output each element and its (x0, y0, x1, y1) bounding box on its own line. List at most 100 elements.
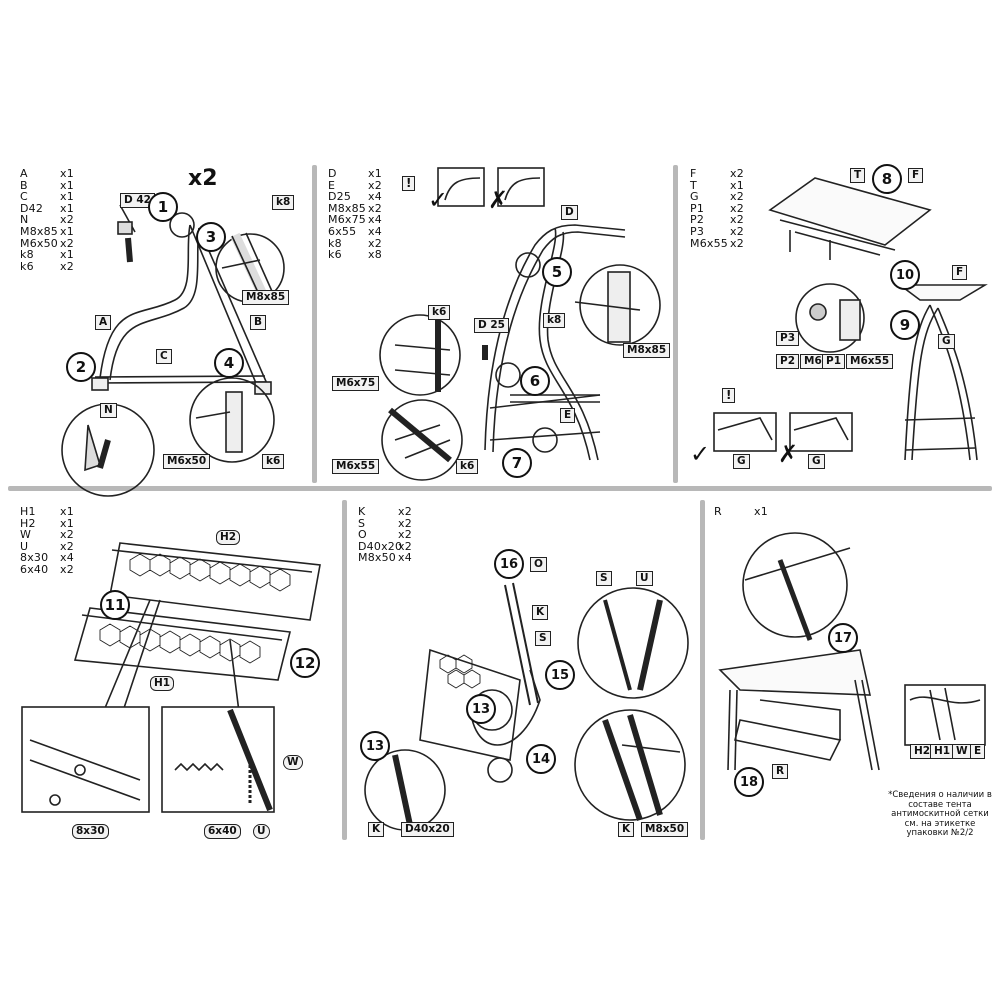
step-12: 12 (290, 648, 320, 678)
label-u: U (253, 824, 270, 839)
step-13-detail: 13 (360, 731, 390, 761)
label-t: T (850, 168, 866, 183)
part-name: M8x85 (328, 201, 366, 215)
label-g: G (938, 334, 955, 349)
label-f: F (908, 168, 924, 183)
part-name: E (328, 178, 336, 192)
part-name: N (20, 213, 29, 227)
label-m6x55: M6x55 (332, 459, 380, 474)
part-name: P2 (690, 213, 705, 227)
step-18: 18 (734, 767, 764, 797)
part-name: P1 (690, 201, 705, 215)
label-k-3: K (618, 822, 635, 837)
part-quantity: x1 (60, 248, 74, 262)
label-c: C (156, 349, 172, 364)
step-17: 17 (828, 623, 858, 653)
part-quantity: x2 (398, 505, 412, 518)
part-name: B (20, 178, 28, 192)
part-quantity: x2 (730, 236, 744, 250)
part-quantity: x2 (398, 516, 412, 530)
label-p3: P3 (776, 331, 800, 346)
divider-vertical-top-right (673, 165, 678, 483)
part-name: S (358, 516, 366, 530)
label-h2: H2 (910, 744, 935, 759)
label-6x40: 6x40 (204, 824, 241, 839)
cross-icon: ✗ (488, 186, 509, 214)
multiplier-label: x2 (188, 166, 218, 191)
part-quantity: x2 (60, 528, 74, 542)
step-4: 4 (214, 348, 244, 378)
part-quantity: x4 (398, 551, 412, 565)
part-row: 8x30 x4 (20, 552, 74, 564)
warning-icon-panel3: ! (722, 388, 736, 403)
part-quantity: x2 (60, 259, 74, 273)
step-15: 15 (545, 660, 575, 690)
label-b: B (250, 315, 267, 330)
part-name: D (328, 167, 337, 180)
label-k8: k8 (272, 195, 295, 210)
label-s: S (535, 631, 551, 646)
part-name: M8x50 (358, 551, 396, 565)
label-h2: H2 (216, 530, 241, 545)
warning-icon: ! (402, 176, 416, 191)
check-icon-panel3: ✓ (690, 440, 711, 468)
part-quantity: x2 (60, 236, 74, 250)
part-name: K (358, 505, 366, 518)
label-g-1: G (733, 454, 750, 469)
label-k6: k6 (262, 454, 285, 469)
divider-vertical-bottom-right (700, 500, 705, 840)
label-p2: P2 (776, 354, 800, 369)
part-quantity: x2 (398, 528, 412, 542)
part-quantity: x4 (60, 551, 74, 565)
label-p1: P1 (822, 354, 846, 369)
part-name: D42 (20, 201, 44, 215)
part-name: H1 (20, 505, 36, 518)
step-14: 14 (526, 744, 556, 774)
label-h1: H1 (930, 744, 955, 759)
label-k8: k8 (543, 313, 566, 328)
part-name: 8x30 (20, 551, 49, 565)
part-quantity: x1 (60, 178, 74, 192)
step-10: 10 (890, 260, 920, 290)
step-3: 3 (196, 222, 226, 252)
part-quantity: x2 (60, 213, 74, 227)
step-6: 6 (520, 366, 550, 396)
label-m6: M6 (800, 354, 826, 369)
part-quantity: x2 (730, 190, 744, 204)
label-e: E (970, 744, 986, 759)
label-d25: D 25 (474, 318, 509, 333)
part-name: 6x55 (328, 224, 357, 238)
part-quantity: x1 (60, 190, 74, 204)
part-name: M8x85 (20, 224, 58, 238)
part-name: G (690, 190, 699, 204)
part-quantity: x2 (368, 201, 382, 215)
part-name: O (358, 528, 367, 542)
label-m6x55: M6x55 (846, 354, 894, 369)
label-d42: D 42 (120, 193, 155, 208)
step-2: 2 (66, 352, 96, 382)
label-f-2: F (952, 265, 968, 280)
label-o: O (530, 557, 547, 572)
